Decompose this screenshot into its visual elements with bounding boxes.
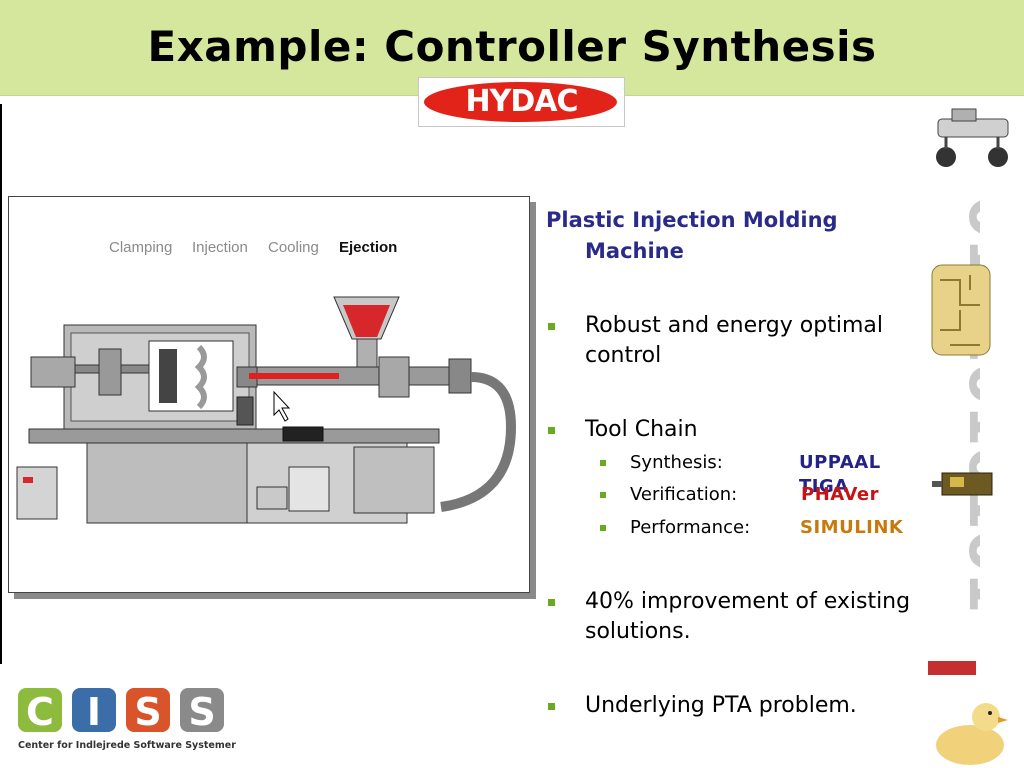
machine-beam — [28, 428, 440, 444]
ciss-tile-1 — [18, 688, 62, 732]
tool-value-simulink: SIMULINK — [800, 517, 904, 538]
phase-label-cooling: Cooling — [268, 239, 319, 256]
control-display — [282, 426, 324, 442]
hydac-logo-text: HYDAC — [465, 84, 579, 119]
right-decoration — [931, 108, 1009, 765]
tool-row-1-marker — [600, 460, 606, 466]
side-cabinet — [16, 466, 58, 520]
base-cabinet — [86, 442, 248, 524]
tool-label-verification: Verification: — [630, 484, 738, 505]
bullet-3-marker — [548, 599, 555, 606]
slide-heading: Plastic Injection Molding Machine — [546, 205, 926, 267]
bullet-1-line2: control — [585, 343, 662, 368]
bullet-4-line1: Underlying PTA problem. — [585, 693, 857, 718]
bullet-3-line2: solutions. — [585, 619, 691, 644]
ciss-letters: C I S S — [26, 690, 216, 734]
moving-platen — [98, 348, 122, 396]
tool-value-phaver: PHAVer — [801, 484, 879, 505]
phase-label-ejection: Ejection — [339, 239, 397, 256]
left-divider — [0, 104, 2, 664]
ciss-letter-3: S — [134, 690, 161, 734]
oil-tank — [288, 466, 330, 512]
ciss-caption: Center for Indlejrede Software Systemer — [18, 740, 236, 751]
screw-drive — [408, 366, 450, 386]
pump-unit — [353, 446, 435, 514]
ciss-letter-1: C — [26, 690, 54, 734]
hopper-pellets — [343, 305, 390, 337]
chick-icon — [936, 703, 1008, 765]
bullet-1-marker — [548, 323, 555, 330]
melt-flow — [249, 373, 339, 379]
slide-title: Example: Controller Synthesis — [147, 22, 877, 71]
mold-half — [159, 349, 177, 403]
ciss-letter-2: I — [87, 690, 101, 734]
cabinet-indicator — [23, 477, 33, 483]
control-keypad — [236, 396, 254, 426]
heading-line2: Machine — [585, 239, 684, 263]
hydraulic-hose — [440, 372, 517, 512]
ciss-tile-4 — [180, 688, 224, 732]
barrel-housing — [378, 356, 410, 398]
ciss-letter-4: S — [188, 690, 215, 734]
bullet-2-marker — [548, 427, 555, 434]
mouse-cursor-icon — [273, 390, 291, 422]
hopper-throat — [356, 338, 378, 368]
bullet-4-marker — [548, 703, 555, 710]
bullet-1-line1: Robust and energy optimal — [585, 313, 883, 338]
bullet-2-line1: Tool Chain — [585, 417, 698, 442]
ciss-logo: C I S S Center for Indlejrede Software S… — [18, 688, 258, 758]
bullet-3-line1: 40% improvement of existing — [585, 589, 911, 614]
ciss-tile-3 — [126, 688, 170, 732]
tool-label-performance: Performance: — [630, 517, 751, 538]
phase-label-injection: Injection — [192, 239, 248, 256]
injection-machine-illustration: Clamping Injection Cooling Ejection — [8, 196, 530, 593]
circuit-board-icon — [932, 472, 993, 496]
hydac-logo-oval — [424, 82, 617, 122]
tool-row-2-marker — [600, 492, 606, 498]
tool-value-uppaal-tiga: UPPAAL TIGA — [799, 452, 881, 497]
tool-row-3-marker — [600, 525, 606, 531]
motor — [256, 486, 288, 510]
rear-platen — [30, 356, 76, 388]
heading-line1: Plastic Injection Molding — [546, 208, 838, 232]
tool-label-synthesis: Synthesis: — [630, 452, 723, 473]
robot-vehicle-icon — [936, 108, 1009, 167]
mold-part — [194, 344, 207, 410]
binary-red-accent — [928, 661, 976, 675]
hydac-logo: HYDAC — [418, 77, 625, 127]
chip-icon — [931, 264, 991, 356]
phase-label-clamping: Clamping — [109, 239, 172, 256]
ciss-tile-2 — [72, 688, 116, 732]
motor-cap — [448, 358, 472, 394]
